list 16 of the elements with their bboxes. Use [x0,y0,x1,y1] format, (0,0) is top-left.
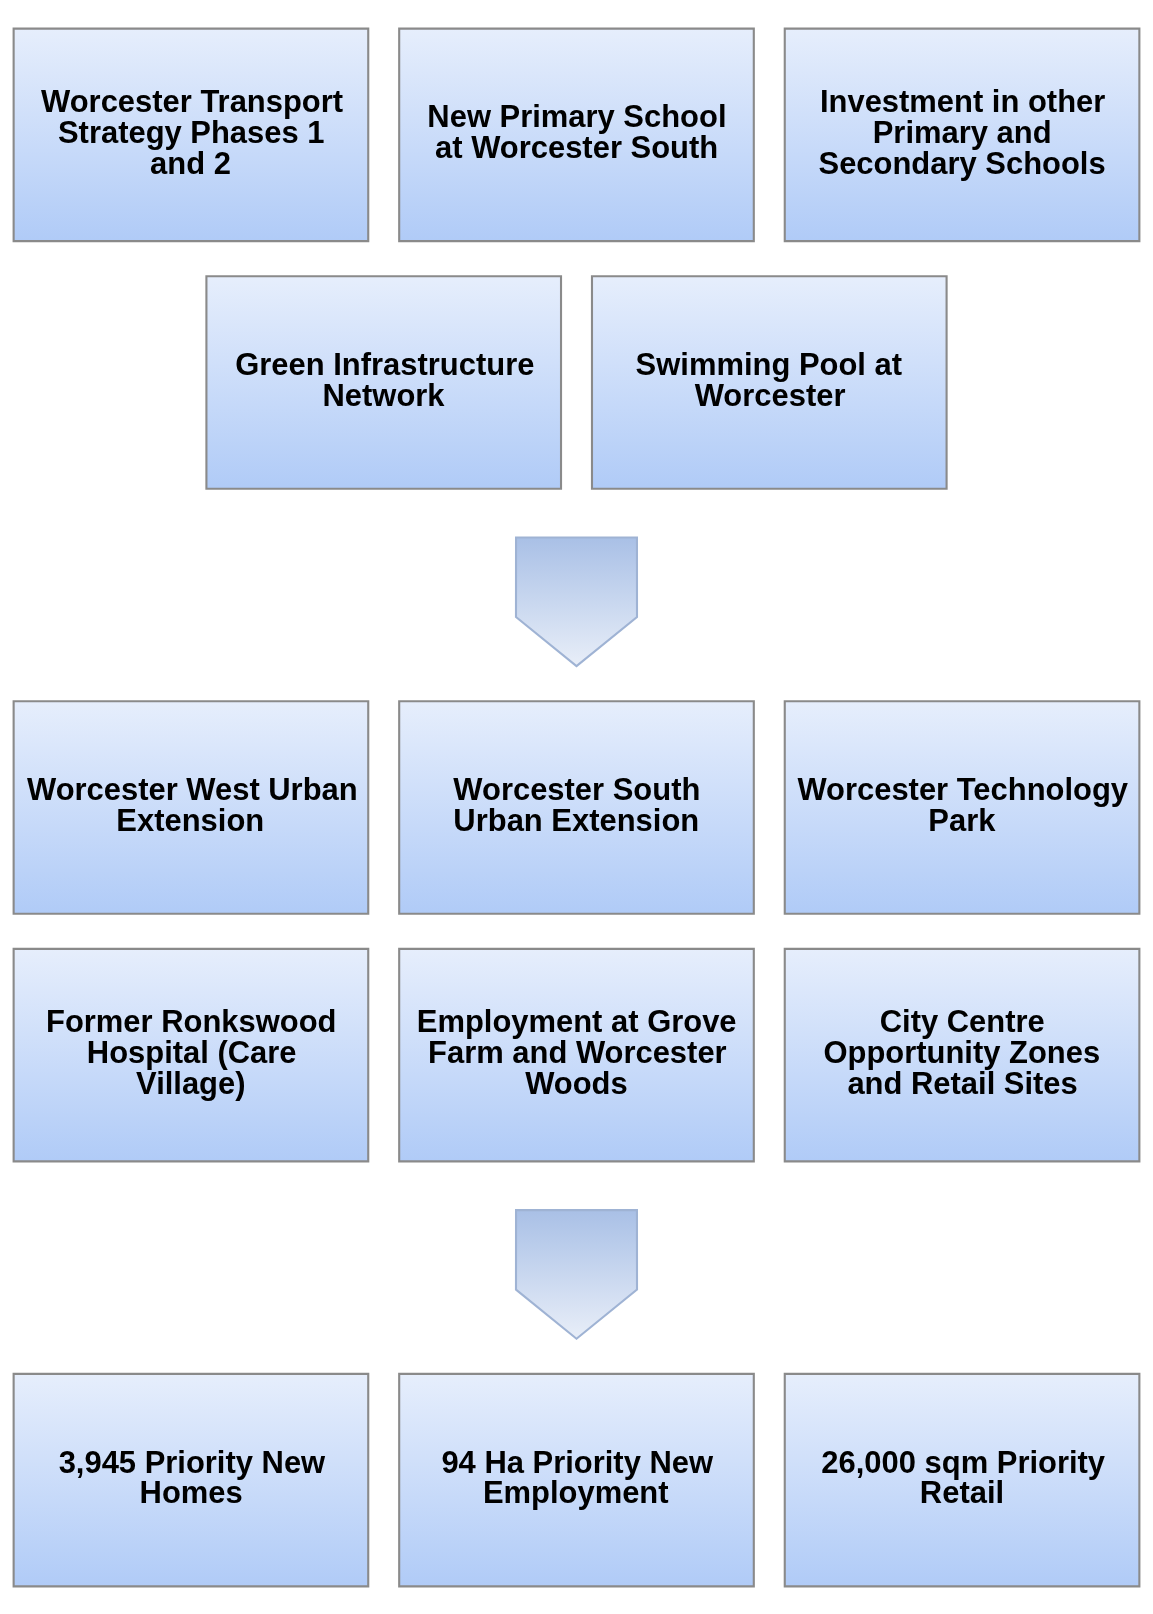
node-box: Worcester South Urban Extension [398,699,755,915]
node-box: Worcester Transport Strategy Phases 1 and 2 [12,27,370,242]
node-box: Investment in other Primary and Secondary Schools [783,27,1141,242]
node-box: Former Ronkswood Hospital (Care Village) [12,947,370,1162]
node-box: Worcester Technology Park [783,699,1141,915]
node-box: Swimming Pool at Worcester [590,274,948,490]
node-box: 3,945 Priority New Homes [12,1372,370,1587]
node-arrow [514,1208,639,1340]
node-box: 94 Ha Priority New Employment [398,1372,755,1587]
node-arrow [514,535,639,667]
node-box: Worcester West Urban Extension [12,699,370,915]
node-box: City Centre Opportunity Zones and Retail Sites [783,947,1141,1162]
node-box: Green Infrastructure Network [205,274,563,490]
node-box: Employment at Grove Farm and Worcester Woods [398,947,755,1162]
node-box: New Primary School at Worcester South [398,27,755,242]
node-box: 26,000 sqm Priority Retail [783,1372,1141,1587]
